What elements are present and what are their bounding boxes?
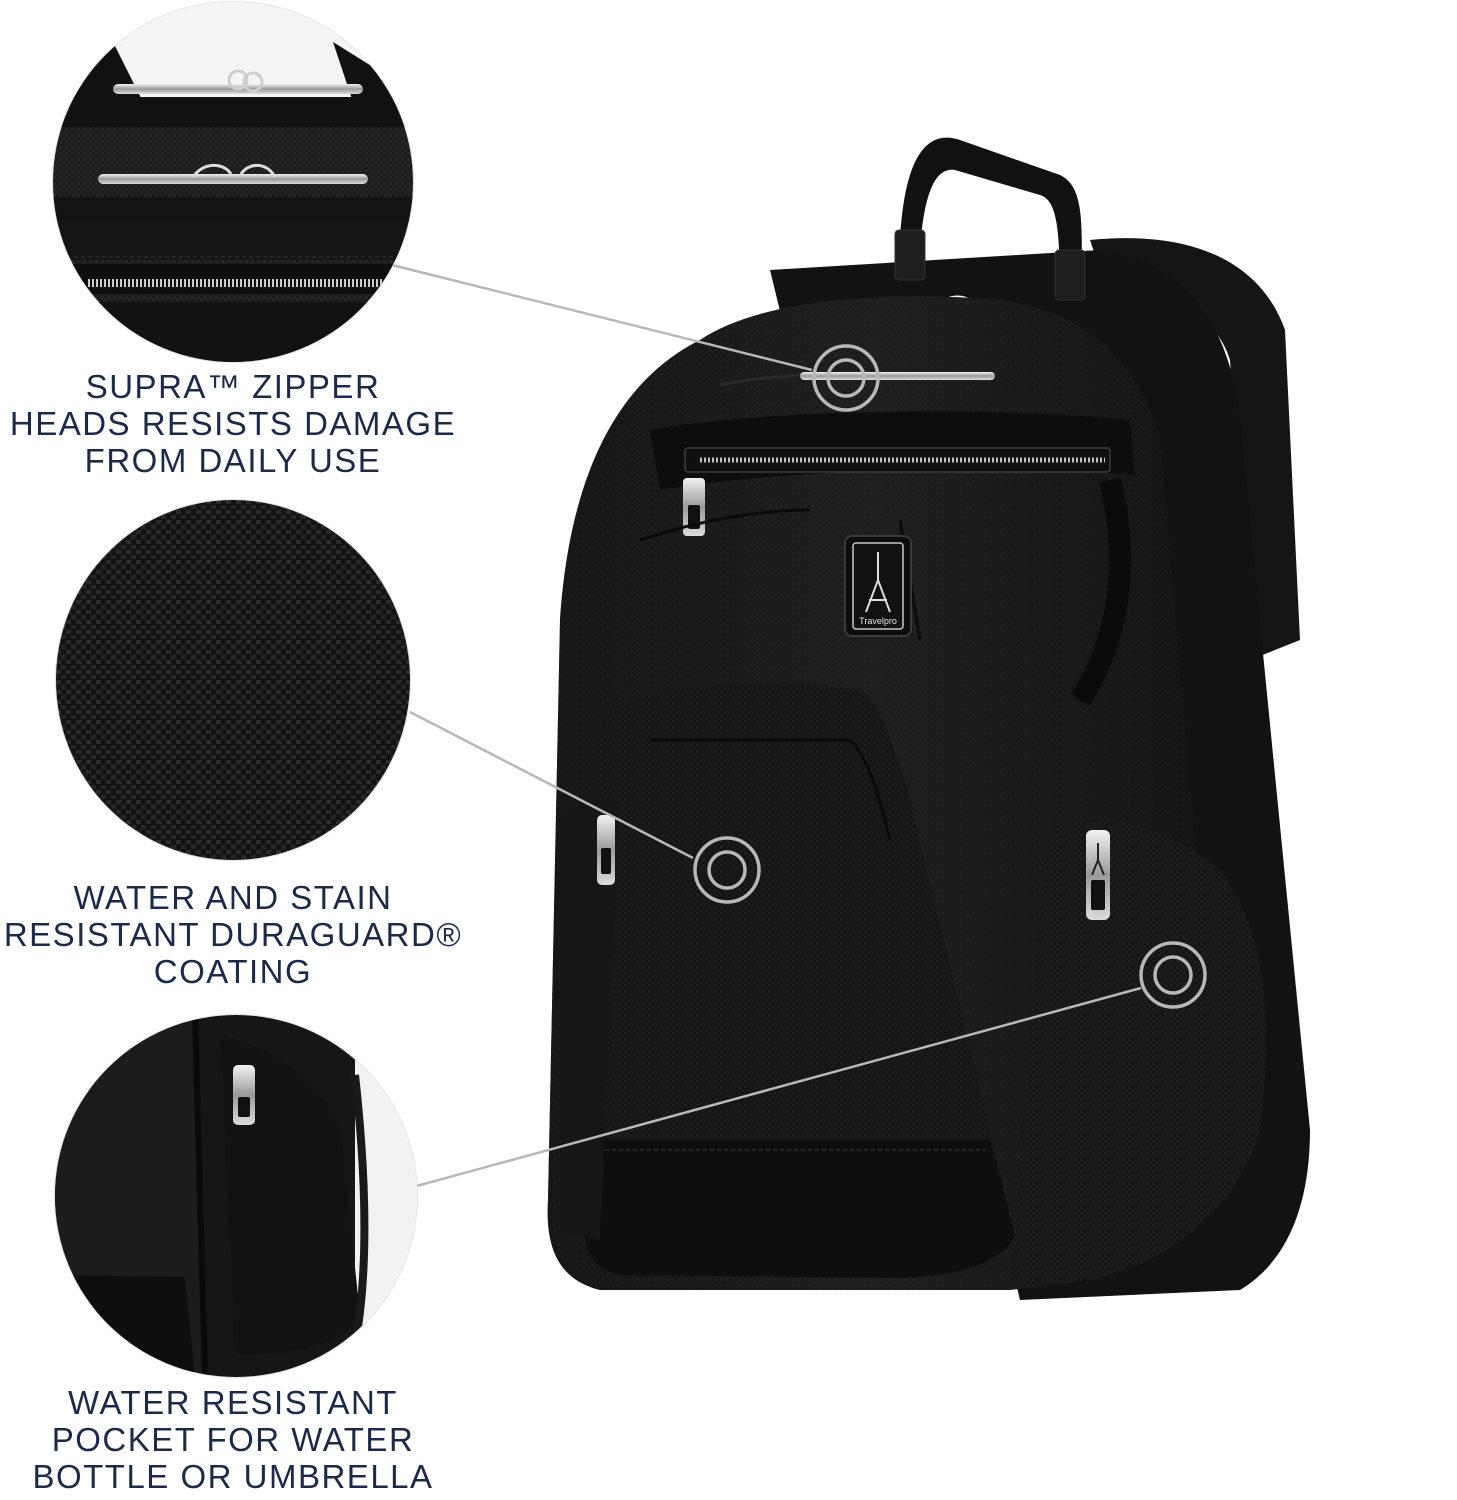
inset-pocket-closeup (55, 1015, 417, 1377)
fabric-weave-closeup-image (56, 500, 410, 860)
inset-fabric-closeup (56, 500, 410, 860)
caption-zipper: SUPRA™ ZIPPER HEADS RESISTS DAMAGE FROM … (0, 368, 466, 479)
callout-line-coating (409, 710, 694, 860)
caption-coating-line-3: COATING (153, 953, 313, 990)
caption-coating-line-2: RESISTANT DURAGUARD® (3, 916, 463, 953)
caption-zipper-line-2: HEADS RESISTS DAMAGE (9, 405, 457, 442)
caption-pocket-line-2: POCKET FOR WATER (51, 1421, 415, 1458)
target-ring-icon (1139, 941, 1207, 1009)
callout-line-zipper (391, 263, 813, 372)
zipper-closeup-image (53, 2, 413, 362)
caption-pocket: WATER RESISTANT POCKET FOR WATER BOTTLE … (0, 1384, 466, 1495)
badge-text: Travelpro (859, 616, 897, 626)
target-marker-zipper[interactable] (811, 343, 881, 413)
caption-zipper-line-1: SUPRA™ ZIPPER (85, 368, 381, 405)
callout-line-pocket (401, 986, 1142, 1192)
caption-coating-line-1: WATER AND STAIN (73, 879, 393, 916)
target-ring-icon (812, 344, 880, 412)
target-marker-pocket[interactable] (1138, 940, 1208, 1010)
caption-pocket-line-3: BOTTLE OR UMBRELLA (32, 1458, 434, 1495)
inset-zipper-closeup (53, 2, 413, 362)
target-marker-coating[interactable] (692, 835, 762, 905)
caption-zipper-line-3: FROM DAILY USE (84, 442, 382, 479)
side-pocket-closeup-image (55, 1015, 417, 1377)
caption-pocket-line-1: WATER RESISTANT (68, 1384, 398, 1421)
caption-coating: WATER AND STAIN RESISTANT DURAGUARD® COA… (0, 879, 466, 990)
target-ring-icon (693, 836, 761, 904)
travelpro-logo-badge: Travelpro (844, 535, 912, 637)
